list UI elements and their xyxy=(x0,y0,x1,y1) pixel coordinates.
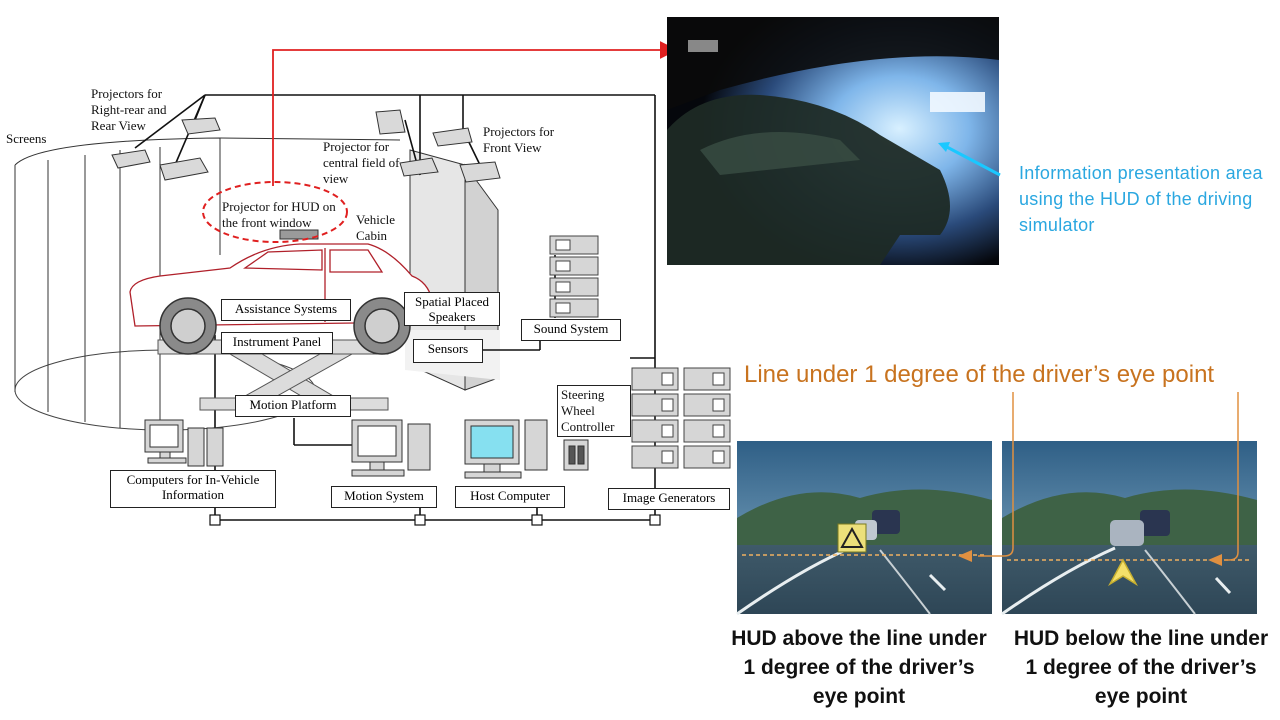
projector-icon xyxy=(181,117,221,135)
projector-icons xyxy=(111,109,501,240)
eye-point-line-title: Line under 1 degree of the driver’s eye … xyxy=(744,361,1215,388)
box-assistance-systems: Assistance Systems xyxy=(221,299,351,321)
speaker-stack xyxy=(549,235,599,318)
projector-icon xyxy=(111,149,151,169)
label-projectors-rear: Projectors for Right-rear and Rear View xyxy=(91,86,167,133)
box-host-computer: Host Computer xyxy=(455,486,565,508)
box-motion-system: Motion System xyxy=(331,486,437,508)
projector-icon xyxy=(459,161,501,183)
computer-invehicle-icon xyxy=(144,419,224,467)
hud-link xyxy=(202,41,678,243)
box-image-generators: Image Generators xyxy=(608,488,730,510)
hud-area-annotation: Information presentation area using the … xyxy=(1019,163,1263,235)
road-photo-above xyxy=(736,441,992,616)
label-projectors-front: Projectors for Front View xyxy=(483,124,555,155)
projector-icon xyxy=(432,127,473,147)
box-computers-invehicle: Computers for In-Vehicle Information xyxy=(110,470,276,508)
label-steering-wheel-controller: Steering Wheel Controller xyxy=(557,385,631,437)
label-projector-central: Projector for central field of view xyxy=(323,139,400,186)
box-sound-system: Sound System xyxy=(521,319,621,341)
label-projector-hud: Projector for HUD on the front window xyxy=(222,199,336,230)
hud-projector-highlight xyxy=(202,181,348,243)
projector-icon xyxy=(279,229,319,240)
projector-icon xyxy=(399,157,439,177)
chevron-up-arrow-icon xyxy=(1108,558,1138,587)
box-motion-platform: Motion Platform xyxy=(235,395,351,417)
image-generator-rack xyxy=(631,367,731,469)
car-wheels xyxy=(159,297,411,355)
caption-hud-above: HUD above the line under 1 degree of the… xyxy=(731,627,987,708)
simulator-photo xyxy=(667,17,1001,265)
host-computer-icon xyxy=(464,419,548,479)
eye-point-guides xyxy=(958,392,1239,566)
projector-icon xyxy=(159,157,209,181)
box-instrument-panel: Instrument Panel xyxy=(221,332,333,354)
warning-triangle-icon xyxy=(840,526,864,548)
hud-link-arrow xyxy=(272,41,678,186)
box-spatial-speakers: Spatial Placed Speakers xyxy=(404,292,500,326)
road-photo-below xyxy=(1001,441,1257,616)
steering-controller-icon xyxy=(563,439,589,471)
caption-hud-below: HUD below the line under 1 degree of the… xyxy=(1013,627,1269,708)
label-screens: Screens xyxy=(6,131,47,146)
computer-motion-icon xyxy=(351,419,431,477)
projector-icon xyxy=(375,109,406,135)
label-vehicle-cabin: Vehicle Cabin xyxy=(356,212,395,243)
box-sensors: Sensors xyxy=(413,339,483,363)
connector-nodes xyxy=(209,514,661,526)
